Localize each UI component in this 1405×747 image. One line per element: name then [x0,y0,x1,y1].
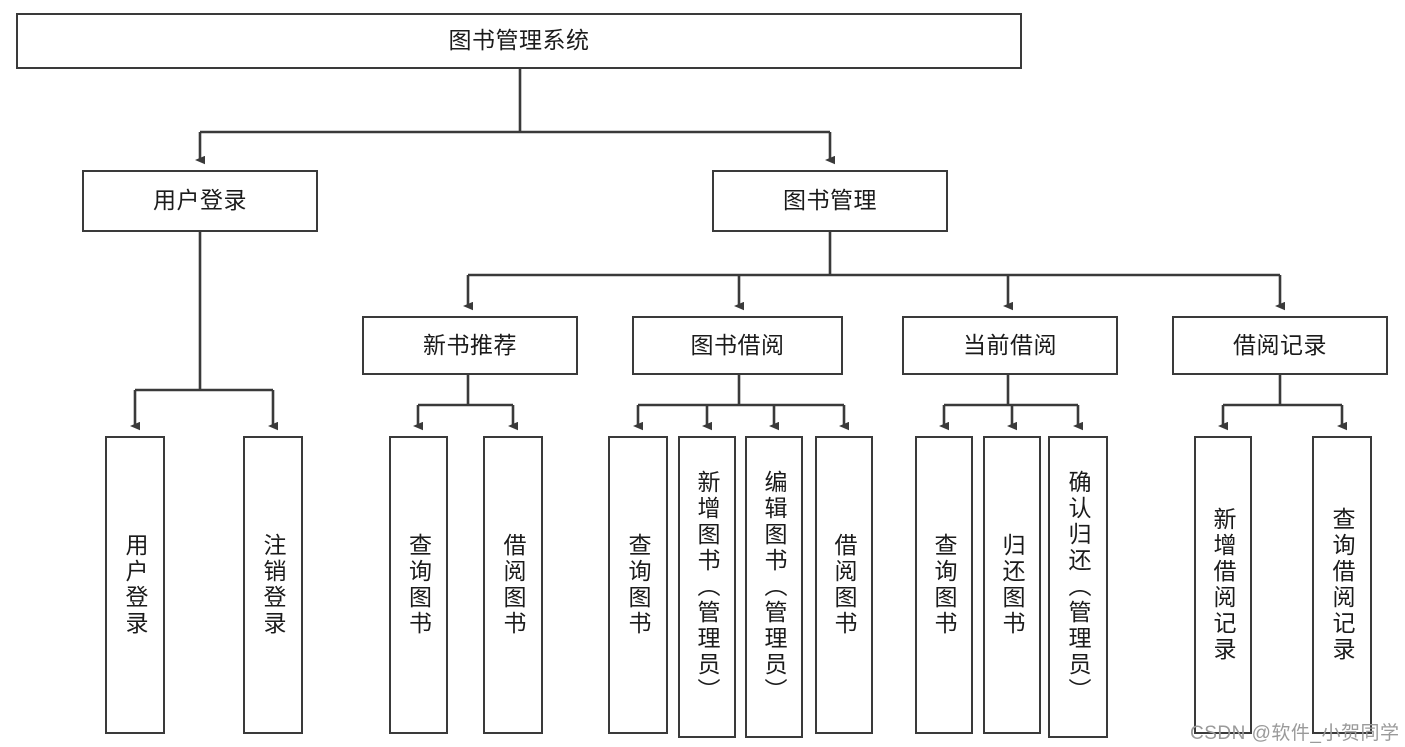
leaf-query-book-2-label: 查询图书 [625,533,652,637]
leaf-query-book-3-label: 查询图书 [931,533,958,637]
node-book-borrow-label: 图书借阅 [690,331,785,358]
leaf-borrow-book-1-label: 借阅图书 [500,533,527,637]
leaf-edit-book-admin[interactable]: 编辑图书（管理员） [745,436,803,738]
node-borrow-record-label: 借阅记录 [1233,331,1327,358]
node-book-manage-label: 图书管理 [783,187,877,214]
leaf-borrow-book-2-label: 借阅图书 [831,533,858,637]
leaf-query-book-2[interactable]: 查询图书 [608,436,668,734]
leaf-confirm-return-admin[interactable]: 确认归还（管理员） [1048,436,1108,738]
node-current-borrow-label: 当前借阅 [963,331,1057,358]
node-root-label: 图书管理系统 [448,27,590,54]
leaf-borrow-book-1[interactable]: 借阅图书 [483,436,543,734]
leaf-confirm-return-admin-label: 确认归还（管理员） [1065,470,1092,704]
leaf-user-login-label: 用户登录 [122,533,149,637]
leaf-query-book-1[interactable]: 查询图书 [389,436,448,734]
leaf-user-logout[interactable]: 注销登录 [243,436,303,734]
node-root[interactable]: 图书管理系统 [16,13,1022,69]
leaf-borrow-book-2[interactable]: 借阅图书 [815,436,873,734]
leaf-query-borrow-record-label: 查询借阅记录 [1329,507,1356,663]
csdn-watermark: CSDN @软件_小贺同学 [1190,723,1400,744]
node-user-login-label: 用户登录 [153,187,247,214]
node-new-book-recommend[interactable]: 新书推荐 [362,316,578,375]
leaf-add-borrow-record-label: 新增借阅记录 [1210,507,1237,663]
leaf-user-login[interactable]: 用户登录 [105,436,165,734]
leaf-query-book-1-label: 查询图书 [405,533,432,637]
leaf-query-book-3[interactable]: 查询图书 [915,436,973,734]
node-user-login[interactable]: 用户登录 [82,170,318,232]
leaf-user-logout-label: 注销登录 [260,533,287,637]
leaf-return-book[interactable]: 归还图书 [983,436,1041,734]
leaf-edit-book-admin-label: 编辑图书（管理员） [761,470,788,704]
leaf-add-borrow-record[interactable]: 新增借阅记录 [1194,436,1252,734]
leaf-add-book-admin-label: 新增图书（管理员） [694,470,721,704]
node-current-borrow[interactable]: 当前借阅 [902,316,1118,375]
leaf-return-book-label: 归还图书 [999,533,1026,637]
node-new-book-recommend-label: 新书推荐 [423,331,517,358]
node-book-manage[interactable]: 图书管理 [712,170,948,232]
node-borrow-record[interactable]: 借阅记录 [1172,316,1388,375]
leaf-add-book-admin[interactable]: 新增图书（管理员） [678,436,736,738]
node-book-borrow[interactable]: 图书借阅 [632,316,843,375]
leaf-query-borrow-record[interactable]: 查询借阅记录 [1312,436,1372,734]
